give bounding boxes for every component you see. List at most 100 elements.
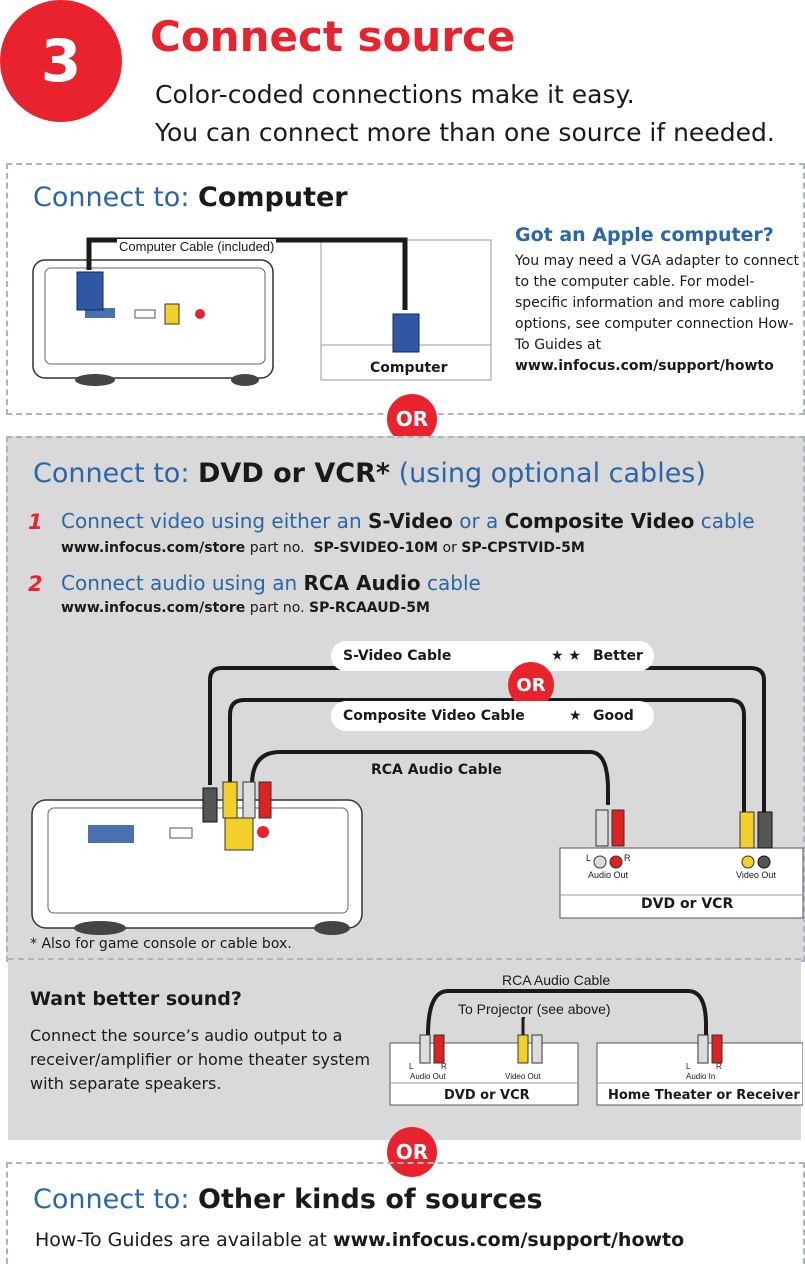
composite-stars: ★: [569, 708, 582, 724]
projector-foot-right: [231, 374, 259, 386]
step2-a: Connect audio using an: [61, 571, 304, 595]
step2-link[interactable]: www.infocus.com/store: [61, 600, 246, 616]
svideo-rating: Better: [593, 648, 643, 664]
step2-c: cable: [420, 571, 481, 595]
composite-plug-projector: [222, 781, 238, 819]
projector-vga-port-2: [88, 825, 134, 843]
apple-title: Got an Apple computer?: [515, 224, 774, 246]
computer-heading: Connect to: Computer: [33, 182, 348, 213]
svideo-cable-pill: S-Video Cable ★ ★ Better: [331, 641, 654, 671]
step1-e: cable: [694, 509, 755, 533]
step1-part-text: part no.: [245, 540, 314, 556]
other-panel: [6, 1162, 805, 1264]
sound-title: Want better sound?: [30, 988, 242, 1010]
step1-c: or a: [452, 509, 505, 533]
audio-plug-right-projector: [258, 781, 272, 819]
subtitle-line-1: Color-coded connections make it easy.: [155, 80, 635, 109]
svideo-stars: ★ ★: [551, 648, 581, 664]
projector-port: [134, 309, 156, 319]
other-text-block: How-To Guides are available at www.infoc…: [35, 1229, 684, 1251]
projector-port-2: [169, 827, 193, 839]
other-link[interactable]: www.infocus.com/support/howto: [333, 1229, 685, 1251]
sound-dvd-label: DVD or VCR: [444, 1088, 530, 1103]
projector-audio-port-2: [257, 826, 269, 838]
sound-rca-label: RCA Audio Cable: [502, 972, 611, 988]
page-title: Connect source: [150, 12, 516, 61]
subtitle-line-2: You can connect more than one source if …: [155, 118, 775, 147]
step1-d: Composite Video: [504, 509, 695, 533]
composite-cable-line: [228, 698, 746, 815]
step1-or: or: [438, 540, 462, 556]
sound-dvd-video-out: Video Out: [505, 1072, 541, 1081]
sound-dvd-r: R: [441, 1062, 447, 1071]
step-number: 3: [40, 27, 82, 95]
vga-plug-projector: [76, 271, 104, 311]
sound-plug-l-receiver: [697, 1034, 709, 1064]
step1-text: Connect video using either an S-Video or…: [61, 509, 755, 533]
composite-cable-pill: Composite Video Cable ★ Good: [331, 701, 654, 731]
step2-part-text: part no.: [245, 600, 309, 616]
computer-cable-label: Computer Cable (included): [117, 239, 277, 254]
rca-cable-label: RCA Audio Cable: [371, 762, 502, 778]
dvd-footnote: * Also for game console or cable box.: [30, 936, 292, 952]
projector-panel: [44, 267, 266, 365]
projector-foot-left-2: [74, 921, 126, 935]
composite-plug-dvd: [739, 811, 755, 849]
step2-parts: www.infocus.com/store part no. SP-RCAAUD…: [61, 600, 430, 616]
step2-number: 2: [28, 572, 43, 596]
vga-plug-computer: [392, 313, 420, 353]
step-number-badge: 3: [0, 0, 122, 122]
step1-part2: SP-CPSTVID-5M: [461, 540, 585, 556]
dvd-device-label: DVD or VCR: [641, 896, 734, 912]
projector-video-port: [164, 303, 180, 325]
step2-b: RCA Audio: [303, 571, 421, 595]
composite-rating: Good: [593, 708, 634, 724]
apple-text-block: You may need a VGA adapter to connect to…: [515, 251, 805, 377]
sound-plug-l-dvd: [419, 1034, 431, 1064]
sound-text: Connect the source’s audio output to a r…: [30, 1026, 371, 1093]
projector-body: [32, 259, 274, 379]
svideo-cable-label: S-Video Cable: [343, 648, 452, 664]
svideo-plug-dvd: [757, 811, 773, 849]
heading-suffix: (using optional cables): [390, 458, 706, 489]
projector-foot-left: [75, 374, 115, 386]
projector-video-port-2: [224, 817, 254, 851]
sound-dvd-l: L: [409, 1062, 414, 1071]
dvd-connection-diagram: [31, 666, 804, 935]
other-heading: Connect to: Other kinds of sources: [33, 1184, 543, 1215]
step1-link[interactable]: www.infocus.com/store: [61, 540, 246, 556]
dvd-l-label: L: [586, 853, 592, 863]
audio-plug-right-dvd: [611, 809, 625, 847]
dvd-audio-l-jack: [593, 855, 607, 869]
sound-dvd-audio-out: Audio Out: [410, 1072, 446, 1081]
sound-receiver-label: Home Theater or Receiver: [608, 1088, 800, 1103]
projector-body-2: [31, 799, 363, 929]
sound-plug-r-dvd: [433, 1034, 445, 1064]
dvd-r-label: R: [624, 853, 631, 863]
projector-audio-port: [195, 309, 205, 319]
or-badge-2: OR: [387, 1127, 437, 1177]
dvd-svideo-jack: [757, 855, 771, 869]
sound-diagram: [389, 989, 803, 1106]
step2-text: Connect audio using an RCA Audio cable: [61, 571, 481, 595]
sound-plug-r-receiver: [711, 1034, 723, 1064]
svideo-cable-line: [208, 666, 766, 815]
heading-prefix: Connect to:: [33, 458, 199, 489]
apple-link[interactable]: www.infocus.com/support/howto: [515, 358, 774, 374]
step1-number: 1: [28, 510, 43, 534]
svideo-plug-projector: [202, 787, 218, 823]
sound-rca-cable: [426, 989, 708, 1037]
step1-part1: SP-SVIDEO-10M: [313, 540, 439, 556]
step1-parts: www.infocus.com/store part no. SP-SVIDEO…: [61, 540, 585, 556]
audio-plug-left-dvd: [595, 809, 609, 847]
apple-text: You may need a VGA adapter to connect to…: [515, 253, 800, 353]
sound-receiver-r: R: [716, 1062, 722, 1071]
or-badge-cables: OR: [508, 662, 554, 708]
sound-receiver-audio-in: Audio In: [686, 1072, 716, 1081]
rca-cable-line: [250, 750, 610, 805]
composite-cable-label: Composite Video Cable: [343, 708, 525, 724]
computer-connection-diagram: [32, 237, 492, 386]
projector-panel-2: [47, 807, 349, 914]
audio-plug-left-projector: [242, 781, 256, 819]
step1-a: Connect video using either an: [61, 509, 368, 533]
